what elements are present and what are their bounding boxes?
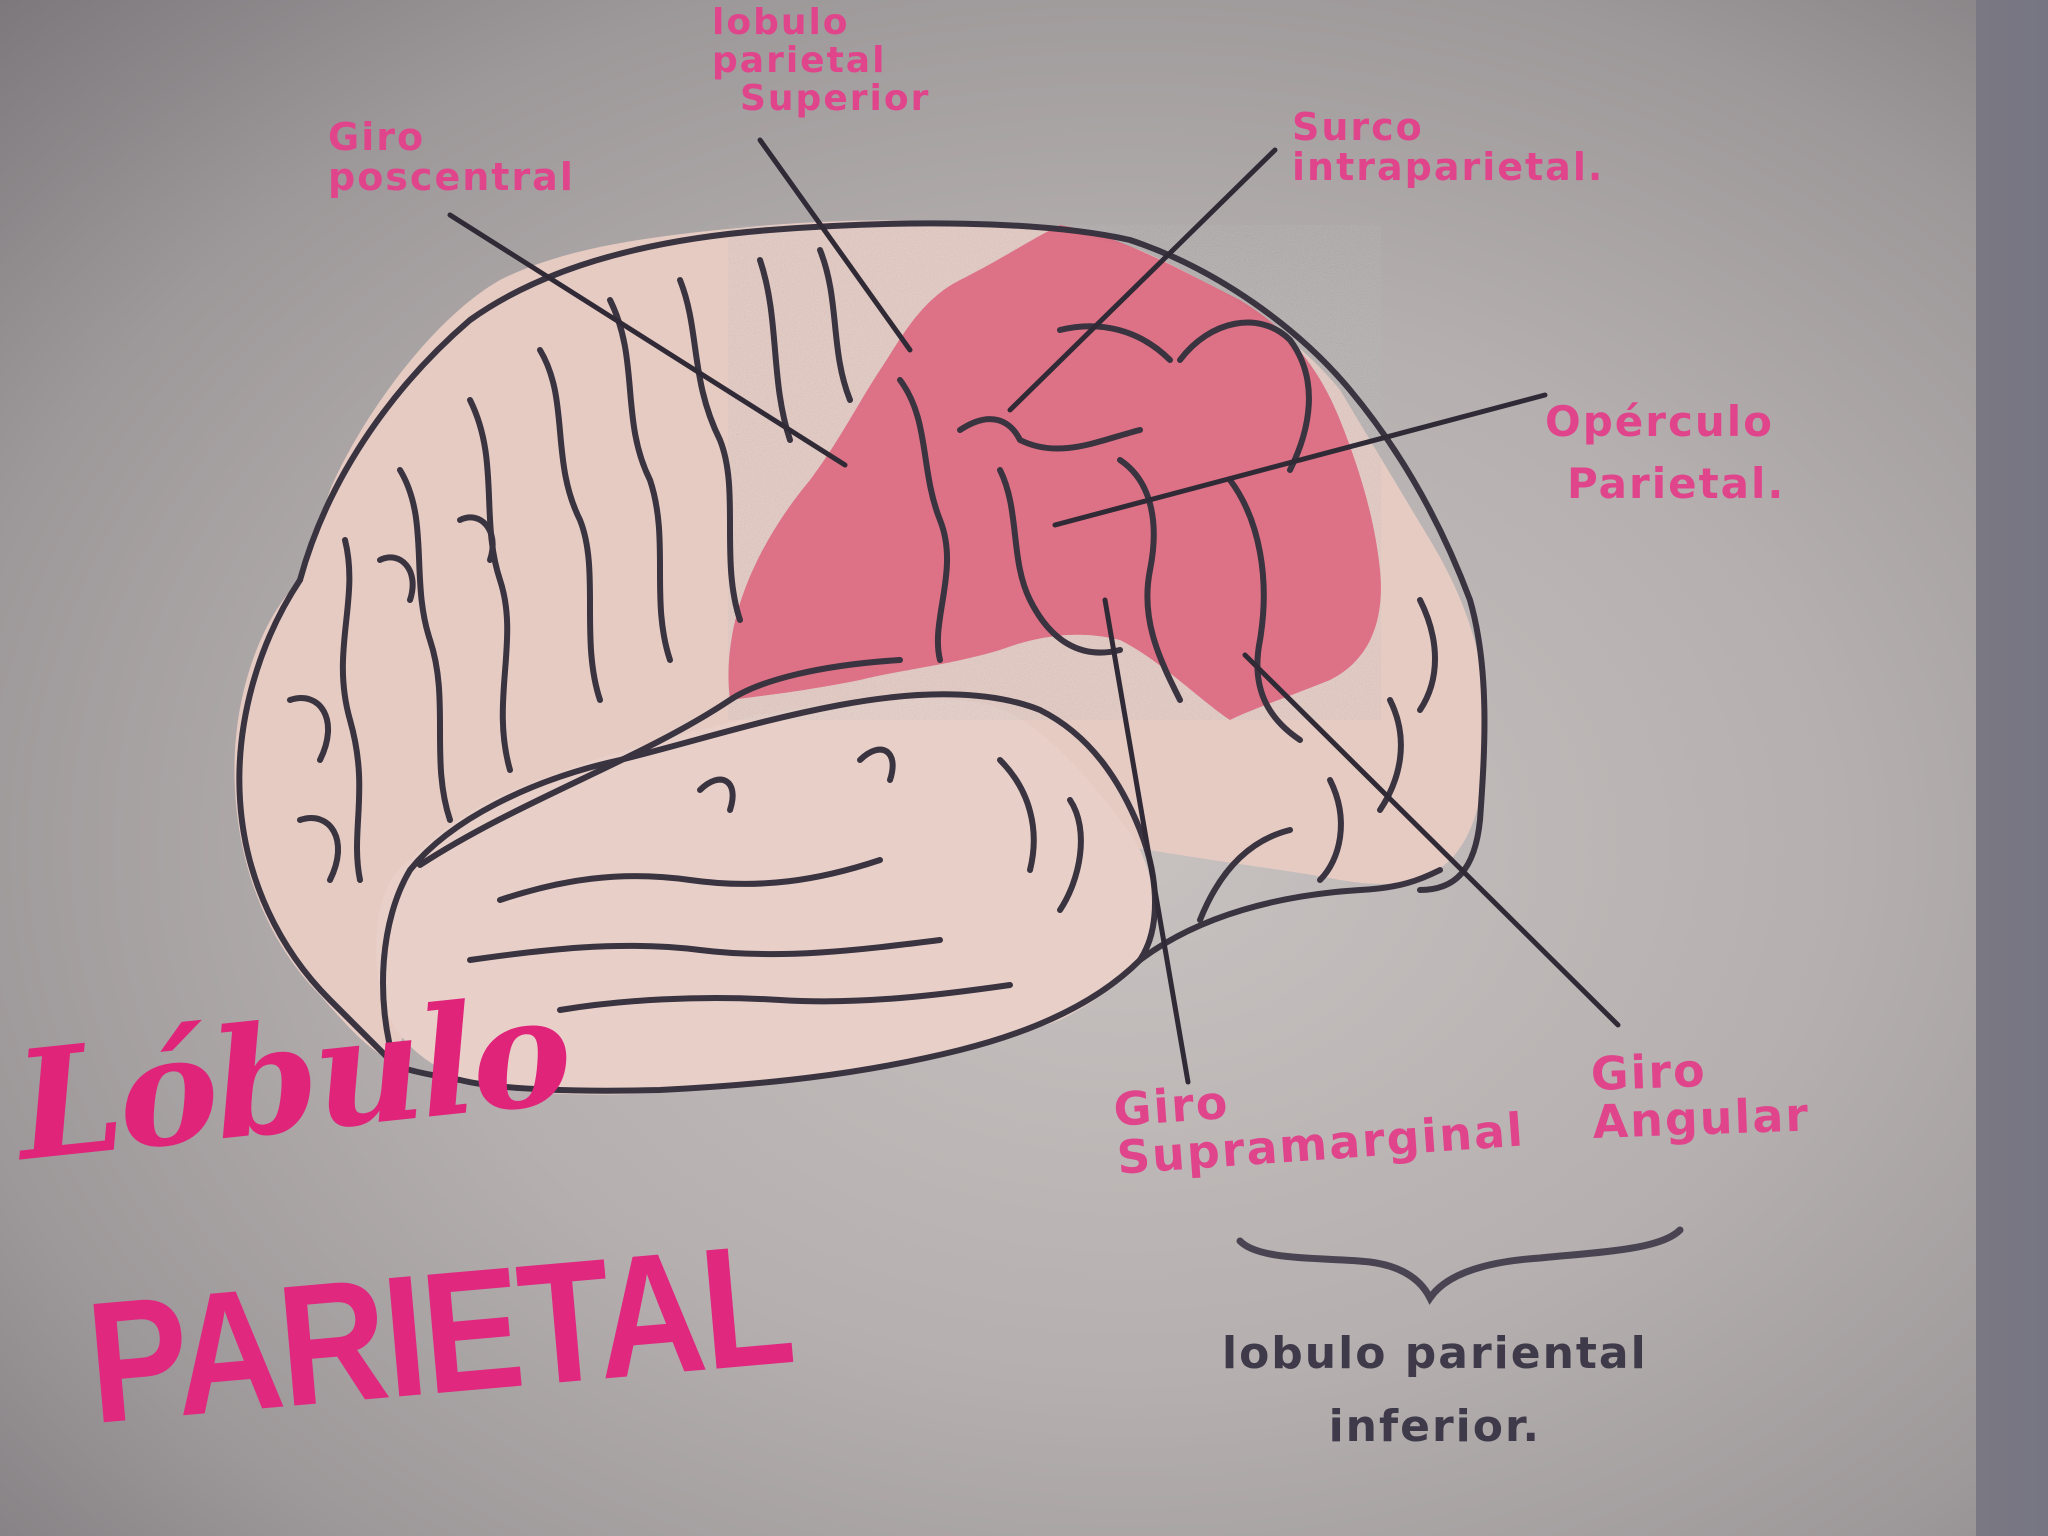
- brain-outline: [236, 220, 1488, 1094]
- leader-giro-poscentral: [447, 212, 848, 468]
- label-giro-angular: Giro Angular: [1590, 1042, 1811, 1150]
- label-lobulo-parietal-superior: lobulo parietal Superior: [712, 4, 930, 117]
- parietal-highlight: [728, 225, 1381, 720]
- leader-lines: [447, 137, 1621, 1085]
- leader-operculo-parietal: [1052, 392, 1548, 528]
- label-lobulo-parietal-inferior: lobulo pariental inferior.: [1222, 1318, 1648, 1463]
- label-line: intraparietal.: [1292, 144, 1605, 189]
- label-surco-intraparietal: Surco intraparietal.: [1292, 105, 1605, 189]
- label-line: parietal: [712, 39, 887, 81]
- label-line: poscentral: [328, 154, 575, 199]
- label-line: Parietal.: [1567, 459, 1786, 509]
- leader-giro-angular: [1242, 652, 1621, 1028]
- label-line: Superior: [740, 77, 931, 119]
- label-line: lobulo pariental: [1222, 1328, 1648, 1379]
- table-surface: [1976, 0, 2048, 1536]
- label-line: lobulo: [712, 2, 850, 43]
- label-line: Surco: [1292, 105, 1424, 149]
- leader-lobulo-superior: [757, 137, 913, 353]
- label-line: Giro: [328, 115, 426, 159]
- leader-giro-supramarginal: [1102, 597, 1191, 1085]
- leader-surco-intraparietal: [1007, 147, 1278, 413]
- temporal-lobe-fill: [376, 697, 1154, 1095]
- brace-inferior-lobule: [1236, 1226, 1684, 1305]
- label-line: inferior.: [1328, 1400, 1542, 1452]
- label-line: Angular: [1591, 1087, 1811, 1150]
- label-operculo-parietal: Opérculo Parietal.: [1545, 397, 1786, 509]
- label-giro-poscentral: Giro poscentral: [328, 115, 575, 199]
- label-line: Opérculo: [1545, 397, 1775, 446]
